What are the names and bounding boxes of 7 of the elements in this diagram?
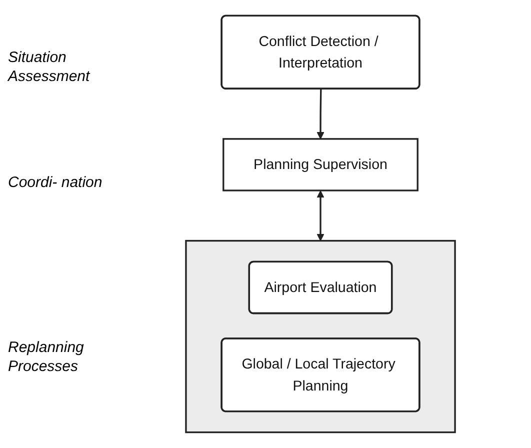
node-box: Planning Supervision <box>222 138 418 192</box>
cluster <box>185 240 456 434</box>
layer-label: Replanning Processes <box>8 338 85 376</box>
arrow <box>316 89 324 140</box>
layer-label: Coordi- nation <box>8 173 104 192</box>
layer-label: Situation Assessment <box>8 48 92 86</box>
arrow <box>316 190 324 242</box>
